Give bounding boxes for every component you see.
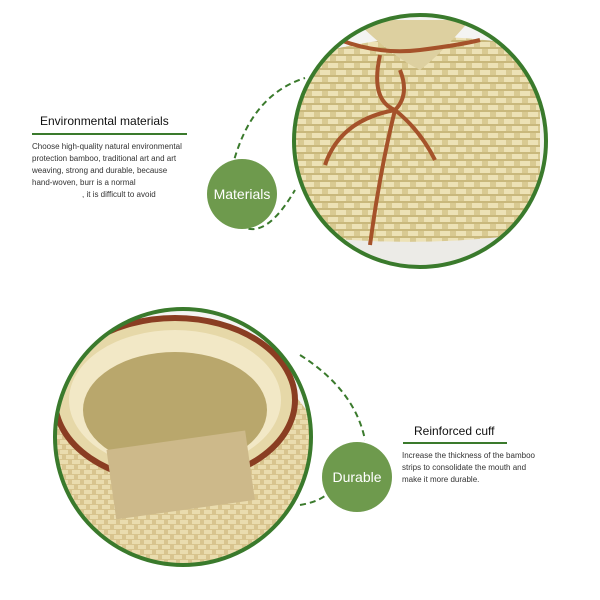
connector-bottom: [299, 354, 366, 441]
description-line: make it more durable.: [402, 475, 480, 484]
description-line: Increase the thickness of the bamboo: [402, 451, 535, 460]
description-line: Choose high-quality natural environmenta…: [32, 142, 182, 151]
description-line: weaving, strong and durable, because: [32, 166, 168, 175]
cord-icon: [339, 38, 481, 54]
materials-badge: Materials: [207, 159, 277, 229]
description-line: strips to consolidate the mouth and: [402, 463, 527, 472]
section-heading-cuff: Reinforced cuff: [414, 424, 495, 438]
heading-underline: [403, 442, 507, 444]
description-line: hand-woven, burr is a normal: [32, 178, 136, 187]
durable-badge: Durable: [322, 442, 392, 512]
connector-top: [231, 77, 306, 169]
basket-cuff-image: [53, 307, 313, 567]
cuff-description: Increase the thickness of the bamboo str…: [402, 450, 577, 486]
materials-description: Choose high-quality natural environmenta…: [32, 141, 212, 201]
description-line: , it is difficult to avoid: [82, 190, 156, 199]
description-line: protection bamboo, traditional art and a…: [32, 154, 177, 163]
section-heading-materials: Environmental materials: [40, 114, 169, 128]
heading-underline: [32, 133, 187, 135]
connector-top-lower: [231, 189, 296, 230]
basket-closeup-image: [292, 13, 548, 269]
